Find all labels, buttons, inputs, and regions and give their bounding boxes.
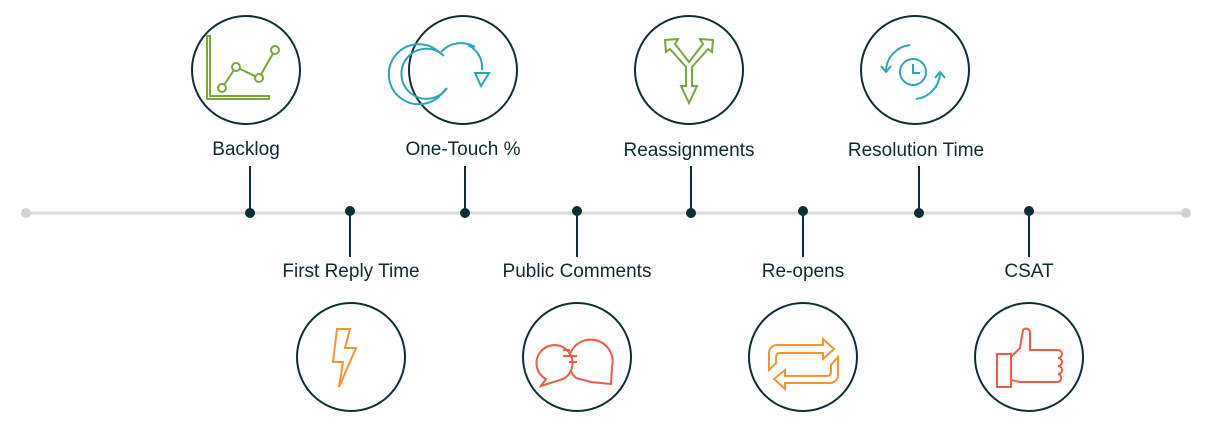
icon-circle-csat [974,302,1084,412]
timeline-end-dot [1181,208,1191,218]
pin-re-opens [798,206,808,257]
metric-label-backlog: Backlog [212,139,280,160]
metric-label-re-opens: Re-opens [761,261,845,282]
icon-circle-backlog [191,15,301,125]
icon-circle-reassignments [634,15,744,125]
lightning-bolt-icon [331,328,358,388]
metric-label-first-reply-time: First Reply Time [282,261,420,282]
pin-one-touch [460,166,470,218]
metric-label-csat: CSAT [1004,261,1054,282]
line-chart-icon [206,35,280,100]
repeat-arrows-icon [768,336,839,392]
pin-first-reply-time [345,206,355,257]
pin-csat [1024,206,1034,257]
pin-resolution-time [914,166,924,218]
thumbs-up-icon [996,327,1063,388]
speech-bubbles-icon [535,338,614,388]
pin-reassignments [686,166,696,218]
icon-circle-first-reply-time [296,302,406,412]
split-arrows-icon [663,37,715,106]
timeline-start-dot [21,208,31,218]
pin-backlog [245,166,255,218]
icon-circle-one-touch [408,15,518,125]
circular-arrow-icon [387,42,491,106]
pin-public-comments [572,206,582,257]
icon-circle-re-opens [748,302,858,412]
icon-circle-resolution-time [860,15,970,125]
metric-label-resolution-time: Resolution Time [847,140,985,161]
clock-cycle-icon [880,44,946,100]
metric-label-public-comments: Public Comments [502,261,652,282]
metric-label-reassignments: Reassignments [623,140,755,161]
metric-label-one-touch: One-Touch % [405,139,521,160]
icon-circle-public-comments [522,302,632,412]
